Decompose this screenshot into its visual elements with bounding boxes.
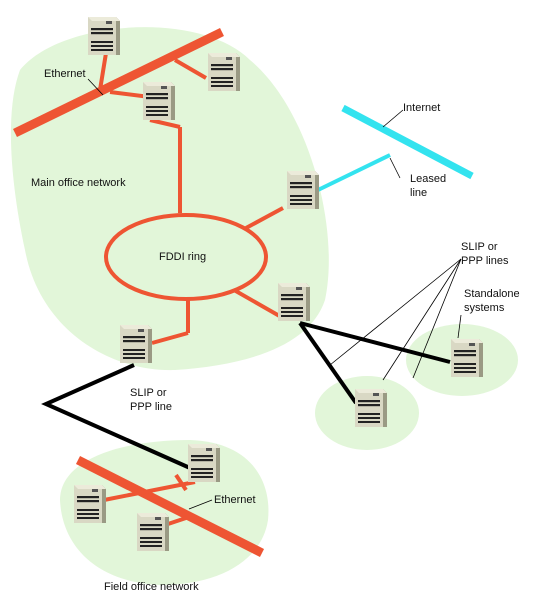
label-ethernet-field: Ethernet [214,494,256,506]
server-gateway-internet [287,171,319,209]
label-standalone-1: Standalone [464,288,520,300]
label-slip-ppp-lines-1: SLIP or [461,241,498,253]
slip-ppp-line-standalone-2 [298,321,358,405]
label-standalone-2: systems [464,302,505,314]
label-main-office-network: Main office network [31,177,126,189]
label-slip-ppp-lines-2: PPP lines [461,255,509,267]
server-gateway-slip [278,283,310,321]
main-ethernet [13,27,224,213]
slip-ppp-line-standalone-1 [299,321,451,364]
labels: Ethernet Main office network Internet Le… [31,68,520,593]
server-main-lower [120,325,152,363]
label-internet: Internet [403,102,440,114]
server-main-right [208,53,240,91]
label-slip-ppp-line-2: PPP line [130,401,172,413]
server-standalone-1 [451,339,483,377]
label-leased-line-1: Leased [410,173,446,185]
label-ethernet-main: Ethernet [44,68,86,80]
server-field-center [137,513,169,551]
server-field-gateway [188,444,220,482]
label-field-office-network: Field office network [104,581,199,593]
server-standalone-2 [355,389,387,427]
server-main-top [88,17,120,55]
server-main-center [143,82,175,120]
label-slip-ppp-line-1: SLIP or [130,387,167,399]
server-field-left [74,485,106,523]
serial-lines [41,321,451,470]
internet-link [317,104,474,192]
slip-ppp-line-field [41,363,191,470]
fddi-ring [104,206,284,345]
label-leased-line-2: line [410,187,427,199]
callout-lines [87,78,462,510]
label-fddi-ring: FDDI ring [159,251,206,263]
